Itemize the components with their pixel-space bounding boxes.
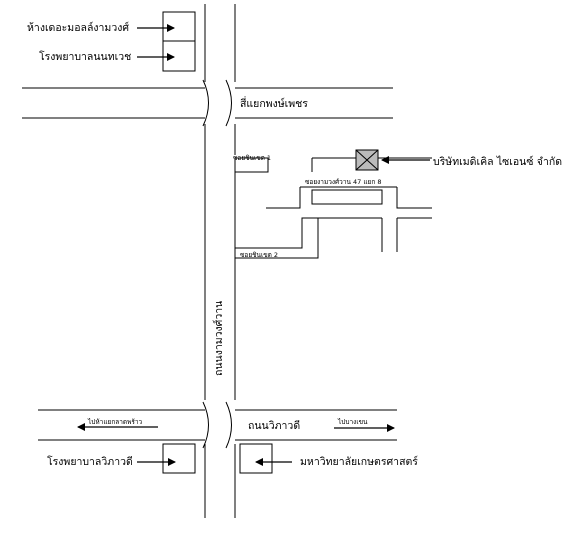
- intersection-label: สี่แยกพงษ์เพชร: [240, 96, 308, 110]
- to-bangkhen-label: ไปบางเขน: [337, 418, 368, 426]
- vibhavadi-hospital-box: [162, 443, 196, 474]
- company-label: บริษัทเมดิเคิล ไซเอนซ์ จำกัด: [433, 155, 562, 168]
- nonthavej-box: [162, 40, 196, 72]
- road-network: [22, 4, 432, 518]
- nonthavej-hospital-label: โรงพยาบาลนนทเวช: [39, 50, 131, 63]
- university-label: มหาวิทยาลัยเกษตรศาสตร์: [300, 455, 418, 468]
- university-box: [239, 443, 273, 474]
- company-marker: [355, 149, 379, 171]
- crossed-box-icon-cross: [355, 149, 379, 171]
- vibhavadi-road-label: ถนนวิภาวดี: [248, 419, 300, 432]
- soi-network-outline: [235, 157, 269, 173]
- soi-main-label: ซอยงามวงศ์วาน 47 แยก 8: [305, 178, 381, 186]
- vibhavadi-hospital-label: โรงพยาบาลวิภาวดี: [47, 455, 133, 468]
- top-overpass-right-arc: [225, 79, 232, 127]
- top-overpass-left-arc: [202, 79, 209, 127]
- bottom-overpass-left-arc: [202, 401, 209, 449]
- to-ladprao-label: ไปห้าแยกลาดพร้าว: [87, 418, 143, 426]
- soi-middle-block: [311, 189, 383, 205]
- pointer-arrows: [77, 24, 430, 466]
- soi-chinkhet-1-label: ซอยชินเขต 1: [233, 154, 271, 162]
- soi-left-block: [235, 217, 319, 259]
- soi-chinkhet-2-label: ซอยชินเขต 2: [240, 251, 278, 259]
- mall-box: [162, 11, 196, 42]
- soi-main-road-lower-left: [266, 187, 301, 209]
- mall-label: ห้างเดอะมอลล์งามวงศ์: [27, 21, 129, 34]
- main-road-label: ถนนงามวงศ์วาน: [212, 301, 225, 376]
- soi-main-road-lower-right: [396, 187, 432, 209]
- bottom-overpass-right-arc: [225, 401, 232, 449]
